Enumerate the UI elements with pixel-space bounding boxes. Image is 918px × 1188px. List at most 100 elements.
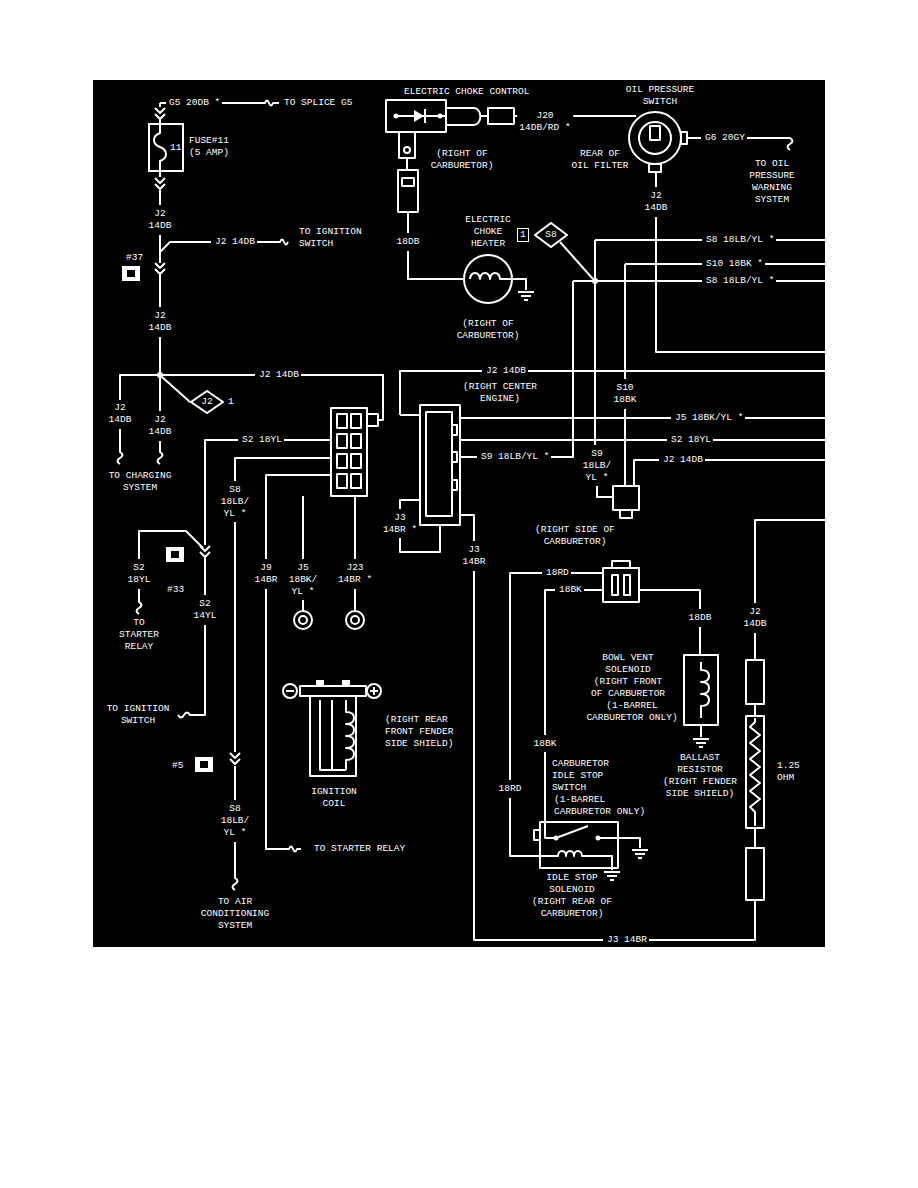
connector-chevron [200, 546, 240, 764]
wiring-connector [426, 412, 452, 516]
choke-control [446, 108, 480, 125]
wiring-connector [331, 408, 367, 496]
wire-label: J2 14DB [214, 236, 256, 248]
wiring-connector [331, 405, 764, 900]
solenoid [684, 655, 718, 725]
choke-control [386, 100, 446, 132]
wiring-connector [351, 414, 361, 428]
wire-label: (RIGHT SIDE OF CARBURETOR) [533, 524, 617, 548]
splice-dot [157, 372, 163, 378]
wire-label: J2 14DB [741, 606, 768, 630]
wire-label: J20 14DB/RD * [517, 110, 573, 134]
wire-label: J3 14BR [606, 934, 648, 946]
wiring-connector [620, 510, 632, 518]
splice-dot [592, 278, 598, 284]
resistor-symbol [746, 716, 764, 828]
choke-control [488, 108, 514, 124]
solenoid [684, 655, 718, 725]
splice-dot [316, 680, 324, 686]
connector-icon [200, 761, 208, 768]
ignition-coil [300, 686, 366, 696]
wiring-connector [612, 575, 618, 595]
wire-label: (RIGHT REAR OF CARBURETOR) [530, 896, 614, 920]
wire-label: 18RD [545, 567, 570, 579]
wire-label: 1.25 OHM [776, 760, 803, 784]
node-text: 11 [170, 142, 181, 154]
wire-label: S8 18LB/ YL * [219, 484, 252, 520]
ground-symbol [518, 292, 534, 300]
splice-dot [342, 680, 350, 686]
solenoid [701, 662, 709, 718]
connector-icon [171, 551, 179, 558]
wire-label: J2 14DB [662, 454, 704, 466]
ground-symbol [693, 725, 709, 747]
wire [160, 172, 288, 307]
wire-label: J2 14DB [146, 310, 173, 334]
choke-control [402, 178, 414, 186]
idle-stop-switch [534, 822, 640, 870]
wiring-connector [746, 660, 764, 704]
connector-icon [127, 270, 208, 768]
wiring-connector [351, 454, 361, 468]
wire-label: CARBURETOR IDLE STOP SWITCH [551, 758, 612, 794]
choke-heater [464, 255, 512, 303]
wire-label: TO IGNITION SWITCH [298, 226, 365, 250]
connector-icon [122, 266, 213, 772]
choke-control [404, 147, 410, 153]
idle-stop-switch [534, 830, 540, 840]
wire-label: TO STARTER RELAY [117, 617, 161, 653]
wire-label: J3 14BR * [381, 512, 419, 536]
wire [178, 440, 331, 718]
choke-control [399, 132, 415, 158]
diagram-background [93, 80, 825, 947]
wire-label: TO AIR CONDITIONING SYSTEM [199, 896, 272, 932]
connector-chevron [155, 108, 165, 274]
wire-label: S10 18BK * [705, 258, 764, 270]
wire-label: ELECTRIC CHOKE CONTROL [403, 86, 530, 98]
wire-label: (1-BARREL CARBURETOR ONLY) [584, 700, 679, 724]
wiring-connector [612, 561, 630, 568]
wire [460, 281, 825, 497]
splice-dot [394, 114, 399, 119]
wire-label: (1-BARREL CARBURETOR ONLY) [553, 794, 648, 818]
wire [396, 109, 636, 123]
oil-pressure-switch [649, 164, 661, 172]
wiring-connector [337, 474, 347, 488]
wire-label: S9 18LB/YL * [480, 451, 550, 463]
fuse-element [154, 125, 166, 172]
wire-label: (RIGHT FRONT OF CARBURETOR [589, 676, 667, 700]
wire-label: J2 14DB [258, 369, 300, 381]
wiring-connector [337, 434, 347, 448]
splice-dot [157, 110, 601, 841]
wire-label: OIL PRESSURE SWITCH [624, 84, 697, 108]
wire-label: S10 18BK [611, 382, 638, 406]
ignition-coil [320, 700, 354, 770]
wire-label: TO CHARGING SYSTEM [107, 470, 174, 494]
diamond-outline [535, 223, 567, 247]
wire-label: BOWL VENT SOLENOID [600, 652, 656, 676]
wire-label: J2 14DB [146, 208, 173, 232]
wire-label: S8 18LB/ YL * [219, 803, 252, 839]
connector-icon [122, 266, 140, 281]
ignition-coil [310, 696, 356, 776]
connector-icon [195, 757, 213, 772]
wire [625, 264, 825, 486]
wire-label: J2 14DB [642, 190, 669, 214]
oil-pressure-switch [629, 112, 687, 172]
ignition-coil [286, 687, 378, 695]
wiring-connector [337, 454, 347, 468]
wire-label: BALLAST RESISTOR [675, 752, 725, 776]
wire-label: 18DB [396, 236, 421, 248]
connector-icon [127, 270, 135, 277]
wire-label: (RIGHT CENTER ENGINE) [461, 381, 539, 405]
node-text: 1 [517, 228, 529, 242]
wire [400, 371, 825, 440]
ground-symbol [632, 850, 648, 858]
connector-number: #5 [172, 760, 186, 772]
node-text: #37 [126, 252, 143, 264]
wire [560, 240, 825, 445]
wire-label: IDLE STOP SOLENOID [544, 872, 600, 896]
resistor-symbol [750, 718, 760, 826]
wire-label: J9 14BR [252, 562, 279, 586]
